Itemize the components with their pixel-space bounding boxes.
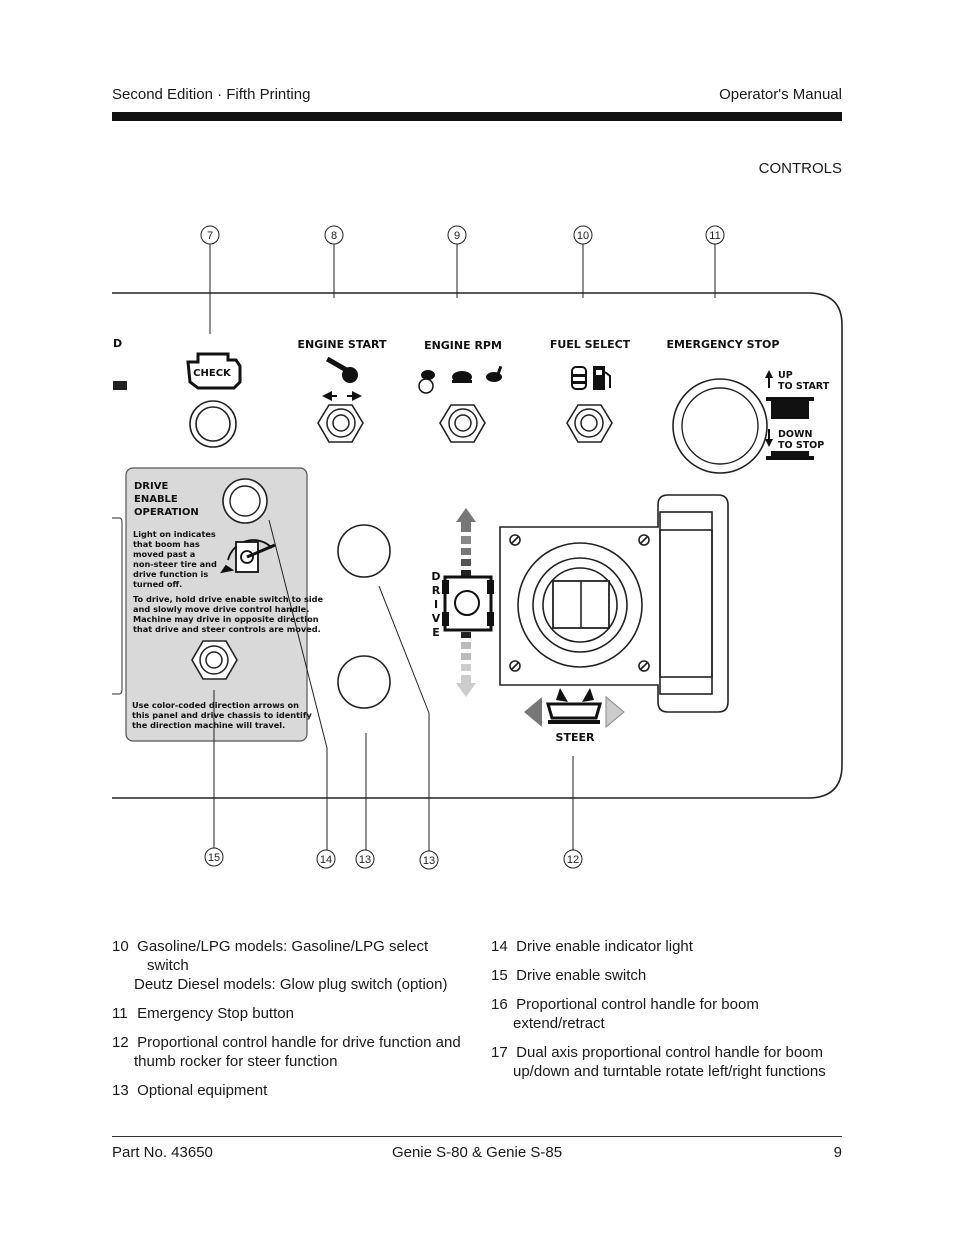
legend-item-14: 14 Drive enable indicator light <box>491 938 693 955</box>
optional-equipment-1 <box>337 524 391 578</box>
key-icon <box>322 356 362 401</box>
callout-14 <box>316 849 336 869</box>
svg-text:moved past a: moved past a <box>133 549 195 559</box>
drive-arrow-icon <box>442 508 494 697</box>
svg-text:this panel and drive chassis t: this panel and drive chassis to identify <box>132 710 312 720</box>
svg-text:To drive, hold drive enable sw: To drive, hold drive enable switch to si… <box>133 594 324 604</box>
legend-item-10: 10 Gasoline/LPG models: Gasoline/LPG sel… <box>112 938 448 993</box>
svg-text:turned off.: turned off. <box>133 579 182 589</box>
callout-9-text: 9 <box>454 230 460 242</box>
legend-item-13: 13 Optional equipment <box>112 1082 268 1099</box>
to-stop-label: TO STOP <box>778 440 824 451</box>
legend-right: 14 Drive enable indicator light 15 Drive… <box>491 937 851 1091</box>
svg-text:ENABLE: ENABLE <box>134 494 178 505</box>
drive-joystick <box>499 494 729 713</box>
svg-text:R: R <box>432 584 441 597</box>
drive-vertical-label: D R I V E <box>431 570 440 639</box>
svg-text:the direction machine will tra: the direction machine will travel. <box>132 720 285 730</box>
emergency-stop-label: EMERGENCY STOP <box>667 338 780 351</box>
svg-text:V: V <box>432 612 441 625</box>
callout-13b-text: 13 <box>423 855 435 867</box>
fuel-select-label: FUEL SELECT <box>550 338 631 351</box>
svg-text:and slowly move drive control: and slowly move drive control handle. <box>133 604 309 614</box>
svg-text:non-steer tire and: non-steer tire and <box>133 559 217 569</box>
engine-rpm-switch <box>439 404 486 443</box>
svg-text:that drive and steer controls: that drive and steer controls are moved. <box>133 624 321 634</box>
control-panel-diagram: 7 8 9 10 11 D CHECK ENGINE START ENGINE … <box>112 225 843 870</box>
footer-part-number: Part No. 43650 <box>112 1144 213 1161</box>
callouts-top <box>200 225 725 334</box>
fuel-icons <box>571 366 611 390</box>
legend-item-16: 16 Proportional control handle for boom … <box>491 996 759 1032</box>
callout-13a-text: 13 <box>359 854 371 866</box>
header-edition: Second Edition · Fifth Printing <box>112 86 311 103</box>
optional-equipment-2 <box>337 655 391 709</box>
partial-left-icon <box>113 381 127 390</box>
callout-12-text: 12 <box>567 854 579 866</box>
decal-title: DRIVE ENABLE OPERATION <box>134 481 199 518</box>
legend-item-11: 11 Emergency Stop button <box>112 1005 294 1022</box>
header-manual-title: Operator's Manual <box>719 86 842 103</box>
legend-left: 10 Gasoline/LPG models: Gasoline/LPG sel… <box>112 937 472 1110</box>
callout-10-text: 10 <box>577 230 589 242</box>
rpm-icons <box>418 365 503 394</box>
svg-text:D: D <box>431 570 440 583</box>
legend-item-15: 15 Drive enable switch <box>491 967 647 984</box>
steer-arrows-icon <box>524 688 625 729</box>
footer-model: Genie S-80 & Genie S-85 <box>391 1144 563 1161</box>
callouts-bottom <box>204 847 583 870</box>
check-label: CHECK <box>193 368 232 379</box>
svg-text:Machine may drive in opposite: Machine may drive in opposite direction <box>133 614 319 624</box>
fuel-select-switch <box>566 404 613 443</box>
callout-14-text: 14 <box>320 854 332 866</box>
callout-12 <box>563 849 583 869</box>
up-down-icons <box>765 370 814 460</box>
callout-13b <box>419 850 439 870</box>
to-start-label: TO START <box>778 381 830 392</box>
steer-label: STEER <box>556 731 595 744</box>
svg-text:I: I <box>434 598 438 611</box>
decal-para1: Light on indicates that boom has moved p… <box>133 529 217 589</box>
engine-start-label: ENGINE START <box>298 338 387 351</box>
legend-item-17: 17 Dual axis proportional control handle… <box>491 1044 826 1080</box>
engine-rpm-label: ENGINE RPM <box>424 339 502 352</box>
svg-text:Light on indicates: Light on indicates <box>133 529 216 539</box>
drive-enable-decal <box>125 467 308 742</box>
callout-15-text: 15 <box>208 852 220 864</box>
down-label: DOWN <box>778 429 812 440</box>
callout-15 <box>204 847 224 867</box>
callout-13a <box>355 849 375 869</box>
callout-11-text: 11 <box>709 230 720 242</box>
check-engine-icon: CHECK <box>186 352 242 390</box>
partial-left-label: D <box>113 337 122 350</box>
panel-outline <box>112 292 843 799</box>
svg-text:E: E <box>432 626 440 639</box>
callout-8-text: 8 <box>331 230 337 242</box>
svg-text:Use color-coded direction arro: Use color-coded direction arrows on <box>132 700 299 710</box>
decal-para3: Use color-coded direction arrows on this… <box>132 700 312 730</box>
decal-para2: To drive, hold drive enable switch to si… <box>133 594 324 634</box>
up-label: UP <box>778 370 793 381</box>
callout-7-text: 7 <box>207 230 213 242</box>
drive-enable-switch <box>191 640 238 680</box>
svg-text:drive function is: drive function is <box>133 569 208 579</box>
turntable-icon <box>220 539 276 574</box>
section-title: CONTROLS <box>758 160 842 177</box>
svg-text:that boom has: that boom has <box>133 539 200 549</box>
header-rule <box>112 112 842 121</box>
svg-text:OPERATION: OPERATION <box>134 507 199 518</box>
svg-text:DRIVE: DRIVE <box>134 481 168 492</box>
engine-start-switch <box>317 404 364 443</box>
footer-page-number: 9 <box>833 1144 842 1161</box>
legend-item-12: 12 Proportional control handle for drive… <box>112 1034 461 1070</box>
footer-rule <box>112 1136 842 1137</box>
